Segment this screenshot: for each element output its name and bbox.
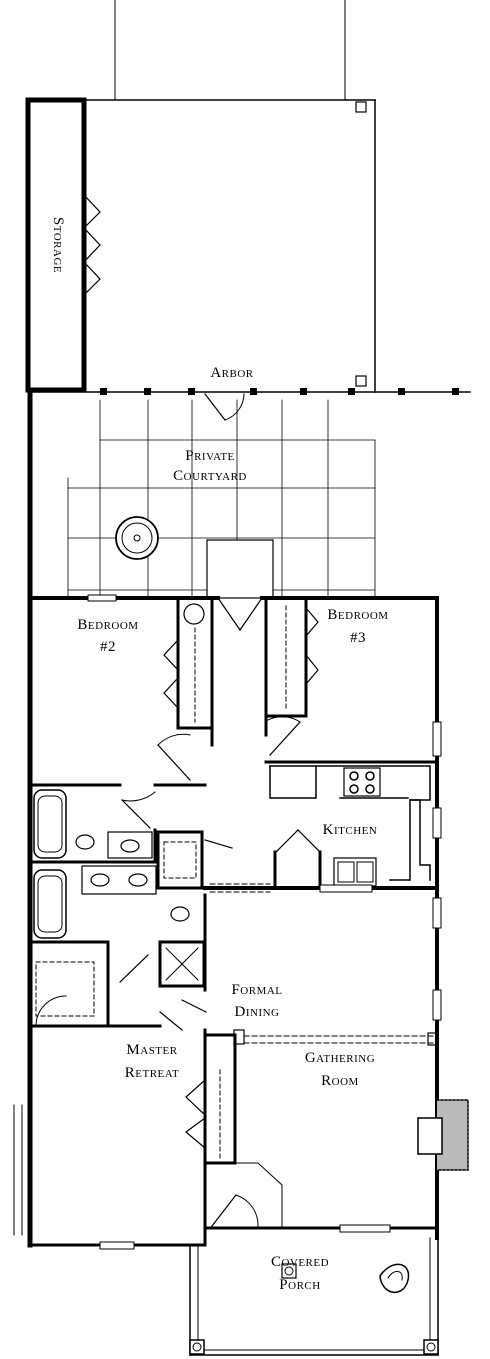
label-dining-2: Dining (234, 1004, 280, 1020)
label-master-1: Master (126, 1042, 178, 1058)
label-porch-2: Porch (279, 1277, 321, 1293)
property-lines (114, 0, 346, 101)
bath2 (28, 789, 157, 864)
entry (203, 1162, 439, 1233)
label-gathering-2: Room (321, 1073, 359, 1089)
label-dining-1: Formal (231, 982, 283, 998)
label-courtyard-2: Courtyard (173, 468, 247, 484)
master-closet (28, 940, 110, 1028)
label-courtyard-1: Private (185, 448, 235, 464)
label-storage: Storage (50, 216, 66, 274)
arbor-line (27, 388, 471, 421)
bedroom3-walls (264, 714, 439, 764)
storage-walls (25, 97, 376, 393)
courtyard-step (206, 539, 274, 599)
label-bedroom2-2: #2 (100, 639, 116, 655)
bedroom3-closet (264, 596, 319, 718)
label-gathering-1: Gathering (304, 1050, 376, 1066)
label-bedroom3-2: #3 (350, 630, 366, 646)
label-kitchen: Kitchen (322, 822, 378, 838)
label-bedroom2-1: Bedroom (77, 617, 139, 633)
bedroom2-walls (28, 726, 214, 787)
east-windows (432, 721, 442, 1021)
label-bedroom3-1: Bedroom (327, 607, 389, 623)
master-closet-2 (185, 1029, 245, 1165)
bath1 (28, 865, 207, 992)
fireplace (417, 1099, 469, 1171)
bedroom2-closet (163, 596, 214, 730)
label-arbor: Arbor (210, 365, 254, 381)
label-porch-1: Covered (270, 1254, 330, 1270)
covered-porch (189, 1237, 439, 1356)
label-master-2: Retreat (124, 1065, 180, 1081)
kitchen-counters (269, 765, 431, 887)
linen-closet (156, 830, 233, 890)
fountain (115, 516, 159, 560)
kitchen-pantry (273, 850, 322, 890)
